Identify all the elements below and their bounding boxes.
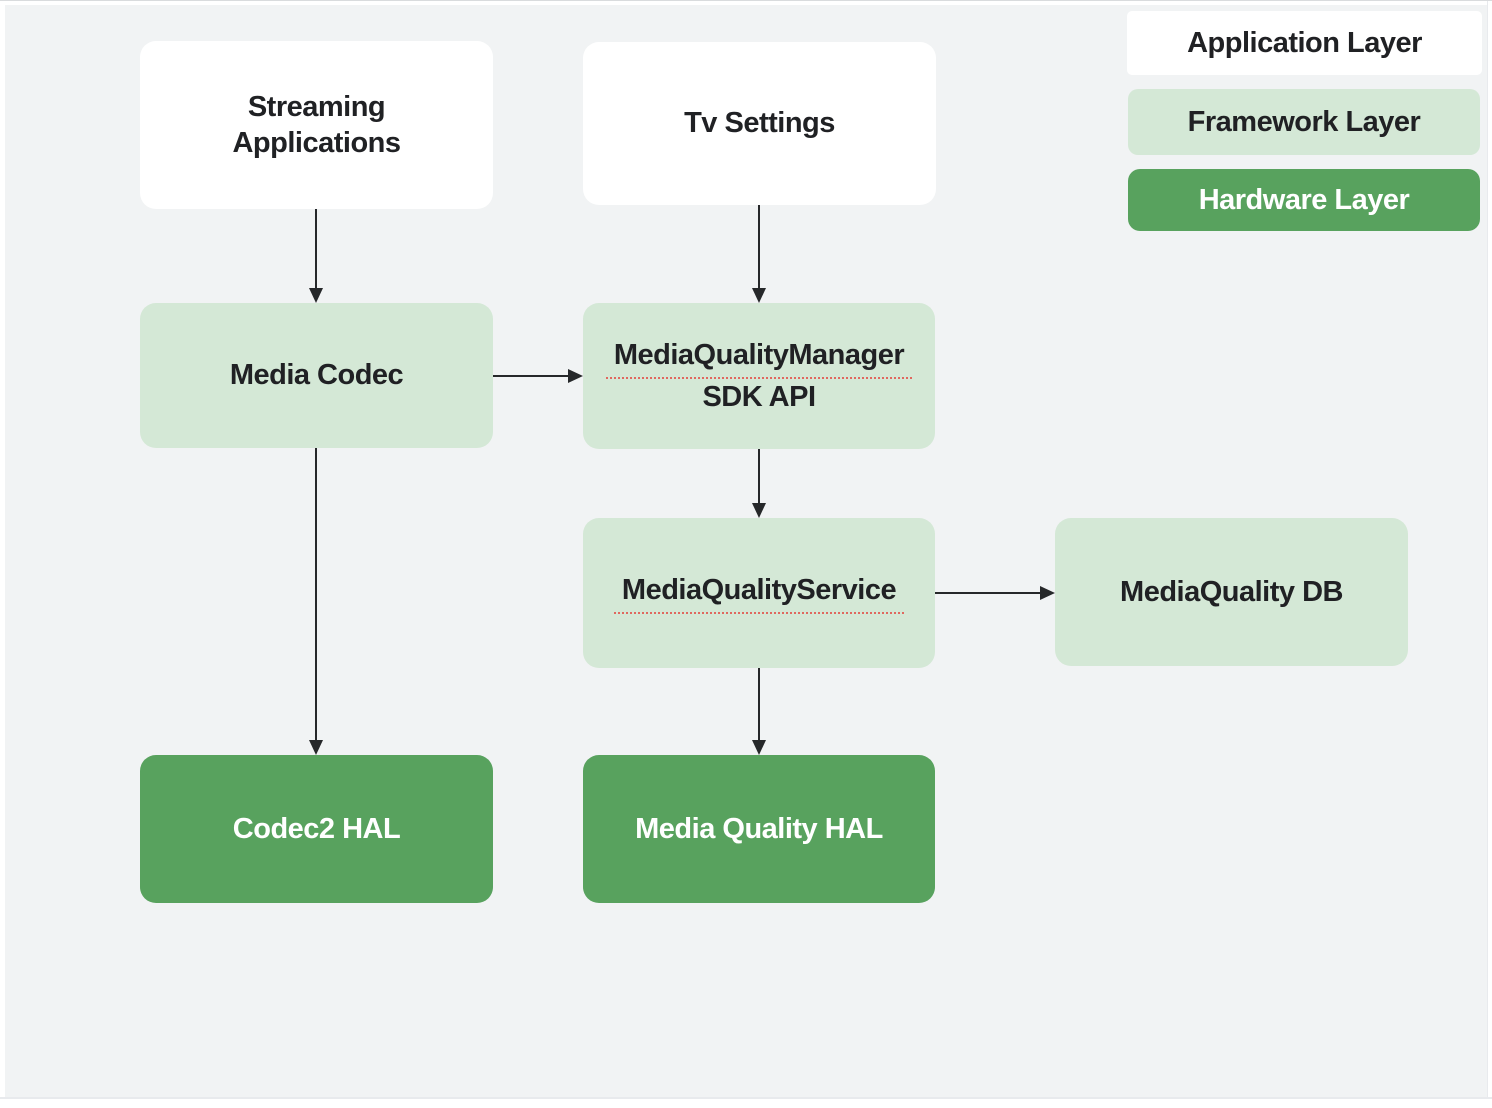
arrow-mediaqualitymanager-to-mediaqualityservice — [752, 449, 766, 518]
arrow-shaft — [758, 205, 760, 290]
node-label: Media Codec — [229, 359, 404, 392]
arrow-head-icon — [752, 740, 766, 755]
legend-hardware-layer: Hardware Layer — [1128, 169, 1480, 231]
legend-label: Hardware Layer — [1198, 183, 1410, 216]
arrow-media-codec-to-mediaqualitymanager — [493, 369, 583, 383]
arrow-media-codec-to-codec2-hal — [309, 448, 323, 755]
node-label: Streaming Applications — [232, 90, 401, 159]
node-media-quality-hal: Media Quality HAL — [583, 755, 935, 903]
arrow-shaft — [315, 448, 317, 742]
arrow-shaft — [758, 668, 760, 742]
arrow-shaft — [493, 375, 570, 377]
legend-application-layer: Application Layer — [1127, 11, 1482, 75]
arrow-head-icon — [752, 288, 766, 303]
arrow-head-icon — [1040, 586, 1055, 600]
node-label: MediaQualityManager SDK API — [605, 337, 913, 416]
node-codec2-hal: Codec2 HAL — [140, 755, 493, 903]
arrow-shaft — [935, 592, 1042, 594]
arrow-mediaqualityservice-to-mediaquality-db — [935, 586, 1055, 600]
arrow-head-icon — [568, 369, 583, 383]
node-mediaquality-db: MediaQuality DB — [1055, 518, 1408, 666]
node-label: Codec2 HAL — [232, 812, 401, 845]
top-border-line — [0, 0, 1492, 1]
arrow-streaming-applications-to-media-codec — [309, 209, 323, 303]
arrow-head-icon — [309, 740, 323, 755]
node-mediaqualityservice: MediaQualityService — [583, 518, 935, 668]
node-label: Media Quality HAL — [635, 812, 883, 845]
legend-framework-layer: Framework Layer — [1128, 89, 1480, 155]
legend-label: Application Layer — [1187, 26, 1422, 59]
diagram-canvas: Streaming Applications Tv Settings Media… — [5, 5, 1487, 1097]
arrow-head-icon — [309, 288, 323, 303]
arrow-mediaqualityservice-to-media-quality-hal — [752, 668, 766, 755]
node-label-line1-misspelled: MediaQualityManager — [605, 337, 913, 379]
legend-label: Framework Layer — [1187, 105, 1421, 138]
arrow-tv-settings-to-mediaqualitymanager — [752, 205, 766, 303]
node-media-codec: Media Codec — [140, 303, 493, 448]
node-mediaqualitymanager-sdk-api: MediaQualityManager SDK API — [583, 303, 935, 449]
node-label-line2: SDK API — [702, 381, 816, 413]
arrow-shaft — [315, 209, 317, 290]
node-label: MediaQuality DB — [1120, 575, 1343, 608]
bottom-border-line — [0, 1097, 1492, 1099]
node-label-misspelled: MediaQualityService — [613, 572, 905, 615]
node-streaming-applications: Streaming Applications — [140, 41, 493, 209]
node-tv-settings: Tv Settings — [583, 42, 936, 205]
arrow-head-icon — [752, 503, 766, 518]
right-border-line — [1487, 1, 1488, 1097]
node-label: Tv Settings — [684, 107, 835, 140]
arrow-shaft — [758, 449, 760, 505]
